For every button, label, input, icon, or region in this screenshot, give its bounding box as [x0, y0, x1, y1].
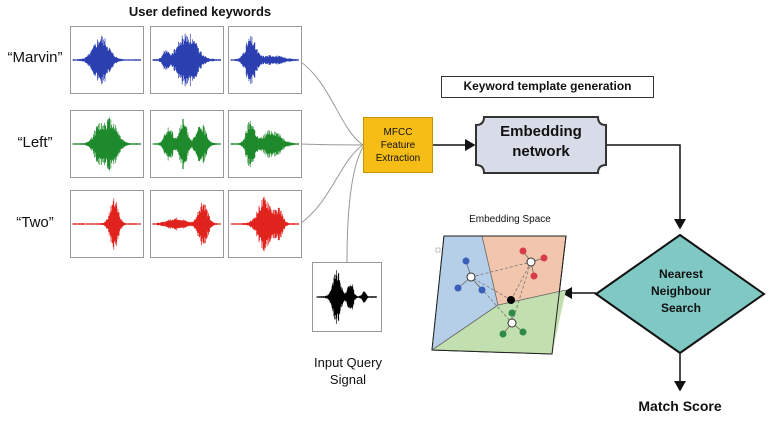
mfcc-line2: Feature — [380, 139, 416, 151]
waveform-2-2 — [150, 110, 224, 178]
waveform-3-2 — [150, 190, 224, 258]
curve-row2 — [297, 143, 364, 146]
waveform-trace — [72, 35, 142, 85]
waveform-trace — [152, 33, 222, 87]
query-trace — [316, 270, 377, 324]
nn-line2: Neighbour — [651, 284, 711, 298]
waveform-trace — [72, 198, 142, 250]
row-label-left: “Left” — [17, 134, 53, 151]
arrow-embed-nn — [607, 144, 686, 230]
query-line1: Input Query — [314, 355, 382, 370]
curve-query — [346, 146, 364, 263]
embedding-space-plot — [431, 235, 567, 355]
curve-row3 — [297, 144, 364, 226]
nearest-neighbour-label: Nearest Neighbour Search — [606, 266, 756, 317]
nn-line3: Search — [660, 301, 702, 315]
waveform-2-1 — [70, 110, 144, 178]
waveform-trace — [230, 35, 300, 85]
query-line2: Signal — [329, 372, 367, 387]
waveform-3-3 — [228, 190, 302, 258]
embedding-network-shape — [475, 116, 607, 174]
waveform-1-3 — [228, 26, 302, 94]
match-score-label: Match Score — [638, 398, 722, 414]
waveform-1-1 — [70, 26, 144, 94]
embedding-space-label: Embedding Space — [469, 214, 551, 225]
waveform-3-1 — [70, 190, 144, 258]
waveform-trace — [152, 118, 222, 170]
keyword-template-label: Keyword template generation — [441, 76, 654, 98]
waveform-trace — [230, 120, 300, 168]
waveform-trace — [152, 202, 222, 246]
embedding-line2: network — [512, 143, 570, 160]
row-label-marvin: “Marvin” — [7, 49, 63, 66]
query-signal-label: Input Query Signal — [300, 354, 396, 388]
mfcc-feature-extraction-box: MFCC Feature Extraction — [363, 117, 433, 173]
embedding-line1: Embedding — [500, 123, 582, 140]
mfcc-line1: MFCC — [383, 126, 413, 138]
waveform-2-3 — [228, 110, 302, 178]
waveform-trace — [72, 117, 142, 171]
curve-row1 — [297, 59, 364, 146]
nearest-neighbour-diamond — [594, 233, 766, 355]
row-label-two: “Two” — [16, 214, 54, 231]
embedding-network-label: Embedding network — [476, 122, 606, 162]
mfcc-line3: Extraction — [375, 152, 421, 164]
nn-line1: Nearest — [658, 267, 704, 281]
waveform-1-2 — [150, 26, 224, 94]
query-signal-waveform — [312, 262, 382, 332]
keywords-title: User defined keywords — [128, 4, 272, 19]
waveform-trace — [230, 197, 300, 251]
